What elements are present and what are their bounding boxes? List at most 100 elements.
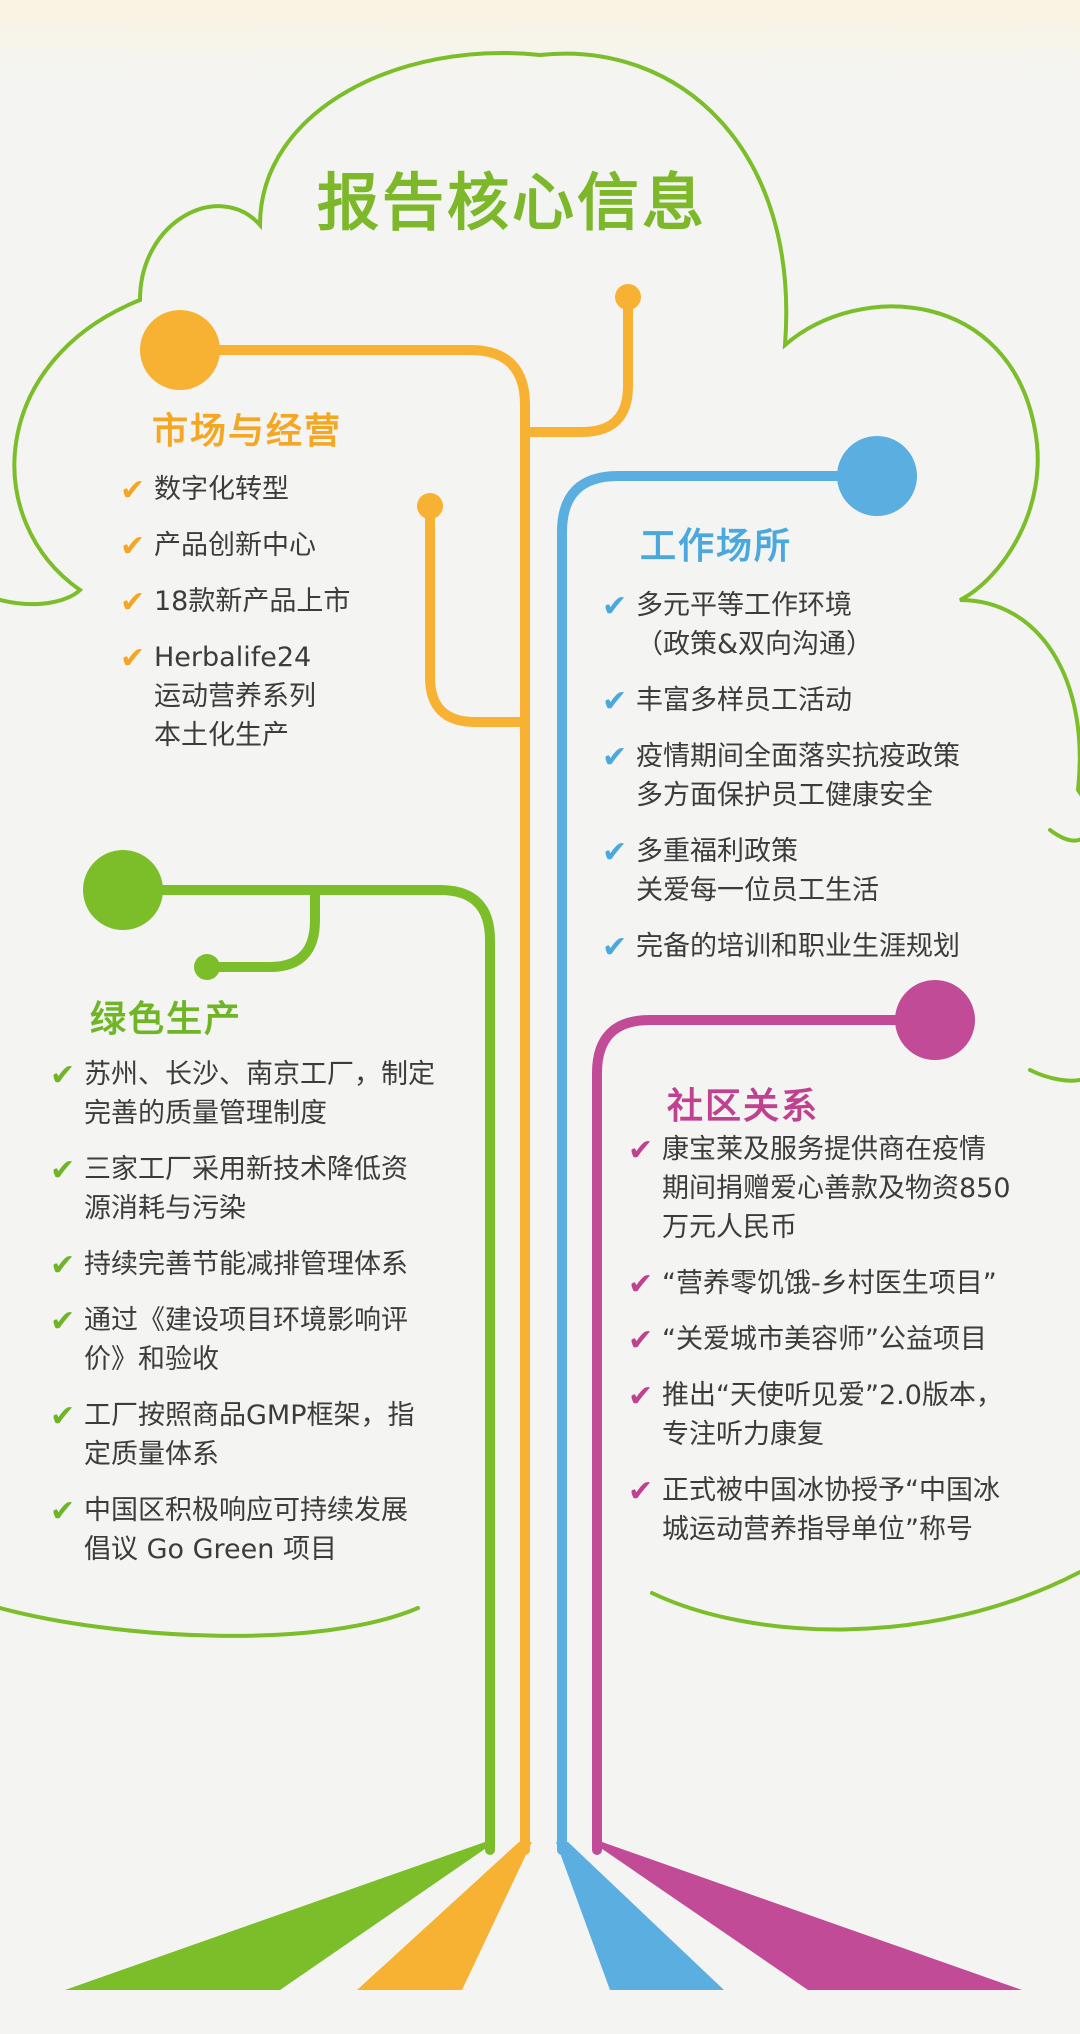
- list-item-line: 通过《建设项目环境影响评: [84, 1305, 408, 1336]
- checkmark-icon: ✔: [50, 1153, 76, 1188]
- list-item-line: 持续完善节能减排管理体系: [84, 1249, 408, 1280]
- list-item-line: “营养零饥饿-乡村医生项目”: [662, 1268, 997, 1299]
- list-item: ✔ “关爱城市美容师”公益项目: [628, 1320, 1068, 1359]
- market-heading: 市场与经营: [152, 411, 343, 452]
- checkmark-icon: ✔: [50, 1304, 76, 1339]
- list-item-line: 价》和验收: [84, 1344, 219, 1375]
- list-item-line: 产品创新中心: [154, 530, 316, 561]
- list-item: ✔ 完备的培训和职业生涯规划: [602, 927, 1052, 966]
- checkmark-icon: ✔: [602, 589, 628, 624]
- list-item-line: 丰富多样员工活动: [636, 685, 852, 716]
- checkmark-icon: ✔: [628, 1133, 654, 1168]
- list-item-line: 数字化转型: [154, 474, 289, 505]
- cloud-outline-right: [650, 1570, 1080, 1632]
- list-item: ✔多重福利政策关爱每一位员工生活: [602, 832, 1052, 910]
- list-item: ✔ 正式被中国冰协授予“中国冰城运动营养指导单位”称号: [628, 1471, 1068, 1549]
- checkmark-icon: ✔: [120, 585, 146, 620]
- list-item-line: 推出“天使听见爱”2.0版本，: [662, 1380, 1003, 1411]
- green-twig-dot: [194, 954, 220, 980]
- list-item-line: 苏州、长沙、南京工厂，制定: [84, 1059, 435, 1090]
- checkmark-icon: ✔: [50, 1058, 76, 1093]
- checkmark-icon: ✔: [120, 641, 146, 676]
- checkmark-icon: ✔: [602, 740, 628, 775]
- list-item: ✔ “营养零饥饿-乡村医生项目”: [628, 1264, 1068, 1303]
- list-item-line: Herbalife24: [154, 642, 312, 673]
- list-item-line: 中国区积极响应可持续发展: [84, 1495, 408, 1526]
- pink-node: [895, 980, 975, 1060]
- workplace-list: ✔多元平等工作环境（政策&双向沟通）✔丰富多样员工活动✔疫情期间全面落实抗疫政策…: [602, 586, 1052, 983]
- list-item-line: 正式被中国冰协授予“中国冰: [662, 1475, 1000, 1506]
- blue-root: [556, 1842, 724, 1990]
- list-item: ✔ 多元平等工作环境 （政策&双向沟通）: [602, 586, 1052, 664]
- list-item: ✔ 通过《建设项目环境影响评价》和验收: [50, 1301, 470, 1379]
- checkmark-icon: ✔: [50, 1494, 76, 1529]
- list-item: ✔ 三家工厂采用新技术降低资源消耗与污染: [50, 1150, 470, 1228]
- list-item-line: 运动营养系列: [154, 681, 316, 712]
- green-heading: 绿色生产: [90, 999, 243, 1040]
- orange-twig-left: [425, 502, 530, 727]
- orange-branch-line: [175, 345, 530, 1855]
- list-item-line: 多元平等工作环境: [636, 590, 852, 621]
- list-item: ✔ Herbalife24 运动营养系列本土化生产: [120, 638, 420, 755]
- page-title: 报告核心信息: [316, 166, 707, 239]
- list-item: ✔丰富多样员工活动: [602, 681, 1052, 720]
- list-item: ✔产品创新中心: [120, 526, 420, 565]
- list-item-line: 康宝莱及服务提供商在疫情: [662, 1134, 986, 1165]
- orange-node: [140, 310, 220, 390]
- list-item-line: 疫情期间全面落实抗疫政策: [636, 741, 960, 772]
- checkmark-icon: ✔: [628, 1267, 654, 1302]
- checkmark-icon: ✔: [50, 1248, 76, 1283]
- list-item-line: 万元人民币: [662, 1212, 797, 1243]
- green-twig: [203, 885, 320, 972]
- checkmark-icon: ✔: [120, 473, 146, 508]
- list-item-line: 完备的培训和职业生涯规划: [636, 931, 960, 962]
- list-item: ✔ 持续完善节能减排管理体系: [50, 1245, 470, 1284]
- green-list: ✔ 苏州、长沙、南京工厂，制定完善的质量管理制度 ✔ 三家工厂采用新技术降低资源消耗与…: [50, 1055, 470, 1586]
- list-item: ✔ 疫情期间全面落实抗疫政策多方面保护员工健康安全: [602, 737, 1052, 815]
- checkmark-icon: ✔: [628, 1474, 654, 1509]
- pink-branch-line: [592, 1015, 940, 1855]
- list-item-line: 城运动营养指导单位”称号: [662, 1514, 973, 1545]
- list-item: ✔ 18款新产品上市: [120, 582, 420, 621]
- checkmark-icon: ✔: [628, 1323, 654, 1358]
- list-item-line: 专注听力康复: [662, 1419, 824, 1450]
- checkmark-icon: ✔: [628, 1379, 654, 1414]
- orange-twig-right-dot: [615, 284, 641, 310]
- blue-node: [837, 436, 917, 516]
- list-item-line: 多方面保护员工健康安全: [636, 780, 933, 811]
- market-list: ✔ 数字化转型 ✔产品创新中心 ✔ 18款新产品上市 ✔ Herbalife24 运动营养系列…: [120, 470, 420, 772]
- green-branch-line: [118, 885, 495, 1855]
- checkmark-icon: ✔: [602, 930, 628, 965]
- list-item-line: 本土化生产: [154, 720, 289, 751]
- workplace-heading: 工作场所: [640, 526, 793, 567]
- list-item-line: 倡议 Go Green 项目: [84, 1534, 337, 1565]
- blue-branch-line: [557, 471, 880, 1855]
- list-item-line: 完善的质量管理制度: [84, 1098, 327, 1129]
- list-item: ✔ 中国区积极响应可持续发展倡议 Go Green 项目: [50, 1491, 470, 1569]
- list-item-line: 源消耗与污染: [84, 1193, 246, 1224]
- cloud-outline-right-bump: [1028, 1068, 1080, 1083]
- list-item-line: 多重福利政策: [636, 836, 798, 867]
- list-item-line: “关爱城市美容师”公益项目: [662, 1324, 987, 1355]
- green-root: [65, 1842, 495, 1990]
- green-node: [83, 850, 163, 930]
- list-item-line: 三家工厂采用新技术降低资: [84, 1154, 408, 1185]
- cloud-outline: [0, 50, 1080, 843]
- list-item: ✔ 推出“天使听见爱”2.0版本， 专注听力康复: [628, 1376, 1068, 1454]
- list-item-line: 关爱每一位员工生活: [636, 875, 879, 906]
- list-item-line: 定质量体系: [84, 1439, 219, 1470]
- checkmark-icon: ✔: [50, 1399, 76, 1434]
- list-item-line: 18款新产品上市: [154, 586, 351, 617]
- orange-root: [357, 1842, 532, 1990]
- orange-twig-right: [520, 293, 633, 437]
- list-item-line: （政策&双向沟通）: [636, 629, 874, 660]
- community-heading: 社区关系: [667, 1086, 820, 1127]
- list-item: ✔ 数字化转型: [120, 470, 420, 509]
- pink-root: [592, 1842, 1022, 1990]
- orange-twig-left-dot: [417, 493, 443, 519]
- cloud-outline-left: [0, 1606, 420, 1638]
- list-item: ✔ 苏州、长沙、南京工厂，制定完善的质量管理制度: [50, 1055, 470, 1133]
